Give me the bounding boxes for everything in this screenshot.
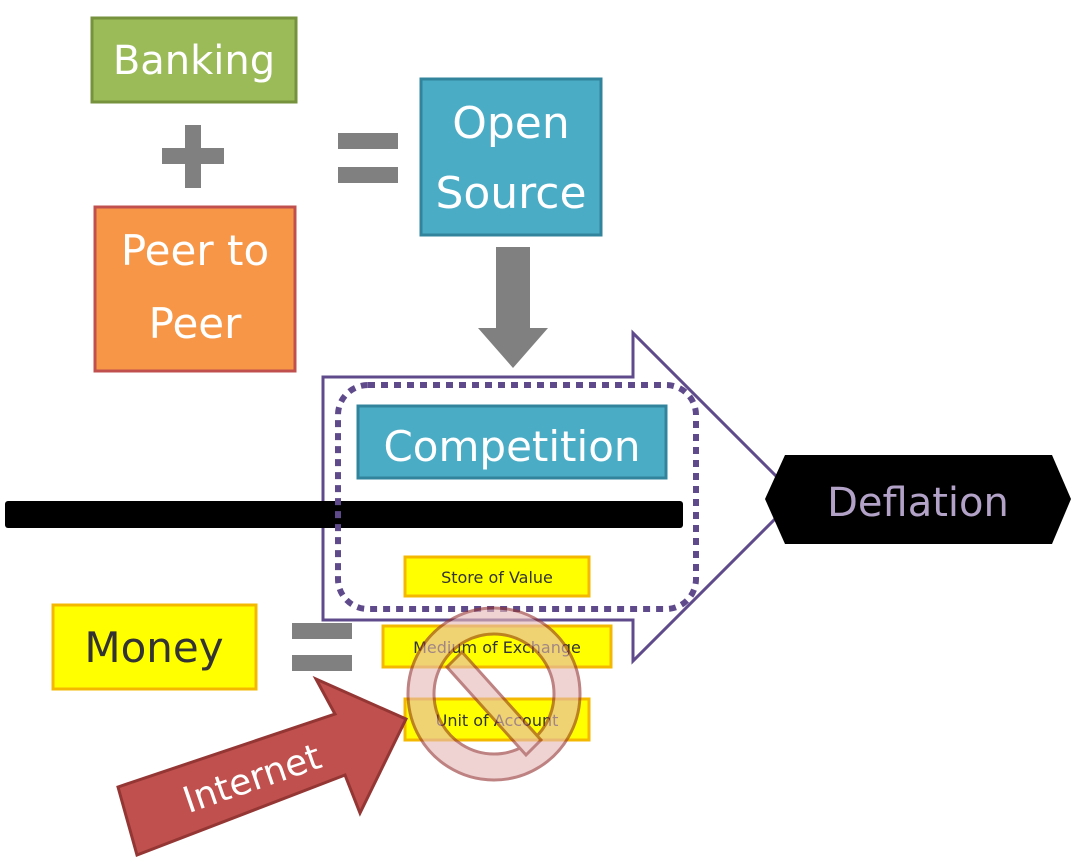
competition-box: Competition [356,404,668,480]
no-sign-icon [406,606,582,782]
internet-arrow: Internet [116,675,409,857]
deflation-label: Deflation [827,480,1009,526]
plus-operator-icon [162,125,224,188]
open-source-label-line2: Source [435,168,586,219]
peer-to-peer-label-line1: Peer to [121,226,269,275]
peer-to-peer-label-line2: Peer [149,299,243,348]
store-of-value-label: Store of Value [441,568,553,587]
deflation-hexagon: Deflation [765,455,1071,544]
store-of-value-box: Store of Value [403,555,591,598]
banking-box: Banking [90,16,298,104]
money-equals-icon [292,623,352,671]
equals-operator-icon [338,133,398,183]
money-box: Money [51,603,258,691]
peer-to-peer-box: Peer to Peer [93,205,297,373]
competition-label: Competition [383,422,640,471]
dotted-group-outline [335,382,699,612]
down-arrow-icon [478,247,548,368]
banking-label: Banking [113,38,275,84]
open-source-label-line1: Open [452,98,570,149]
hollow-arrow-frame [321,329,800,665]
divider-bar [5,501,683,528]
money-label: Money [84,623,223,672]
open-source-box: Open Source [419,77,603,237]
